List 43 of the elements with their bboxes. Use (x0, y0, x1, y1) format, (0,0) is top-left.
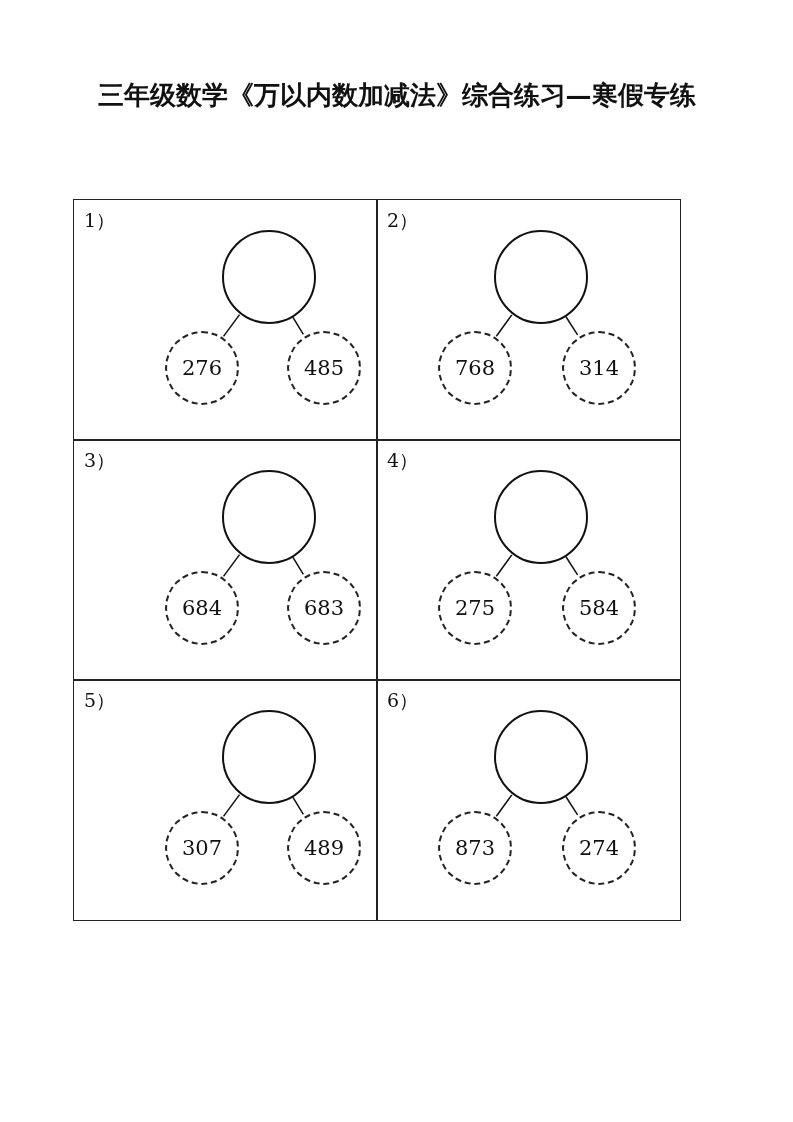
number-circle: 314 (562, 331, 636, 405)
problem-number: 2） (387, 208, 419, 233)
connector-line (565, 795, 579, 816)
number-circle: 274 (562, 811, 636, 885)
number-circle: 276 (165, 331, 239, 405)
number-circle: 489 (287, 811, 361, 885)
connector-line (565, 555, 579, 576)
problem-cell (376, 199, 681, 441)
number-circle: 768 (438, 331, 512, 405)
problem-number: 4） (387, 448, 419, 473)
problem-cell (376, 439, 681, 681)
number-circle: 684 (165, 571, 239, 645)
problem-cell (376, 679, 681, 921)
connector-line (495, 554, 513, 577)
answer-circle (494, 710, 588, 804)
problem-number: 3） (84, 448, 116, 473)
answer-circle (222, 230, 316, 324)
number-circle: 275 (438, 571, 512, 645)
problem-number: 5） (84, 688, 116, 713)
problem-number: 6） (387, 688, 419, 713)
answer-circle (494, 470, 588, 564)
number-circle: 873 (438, 811, 512, 885)
connector-line (292, 796, 305, 816)
connector-line (222, 793, 241, 818)
answer-circle (222, 710, 316, 804)
problem-cell (73, 679, 378, 921)
problem-cell (73, 439, 378, 681)
connector-line (495, 314, 513, 337)
number-circle: 485 (287, 331, 361, 405)
problem-number: 1） (84, 208, 116, 233)
number-circle: 683 (287, 571, 361, 645)
connector-line (495, 794, 513, 817)
answer-circle (494, 230, 588, 324)
problem-cell (73, 199, 378, 441)
answer-circle (222, 470, 316, 564)
connector-line (222, 553, 241, 578)
number-circle: 584 (562, 571, 636, 645)
number-circle: 307 (165, 811, 239, 885)
connector-line (565, 315, 579, 336)
connector-line (222, 313, 241, 338)
title: 三年级数学《万以内数加减法》综合练习—寒假专练 (96, 79, 697, 112)
connector-line (292, 556, 305, 576)
connector-line (292, 316, 305, 336)
